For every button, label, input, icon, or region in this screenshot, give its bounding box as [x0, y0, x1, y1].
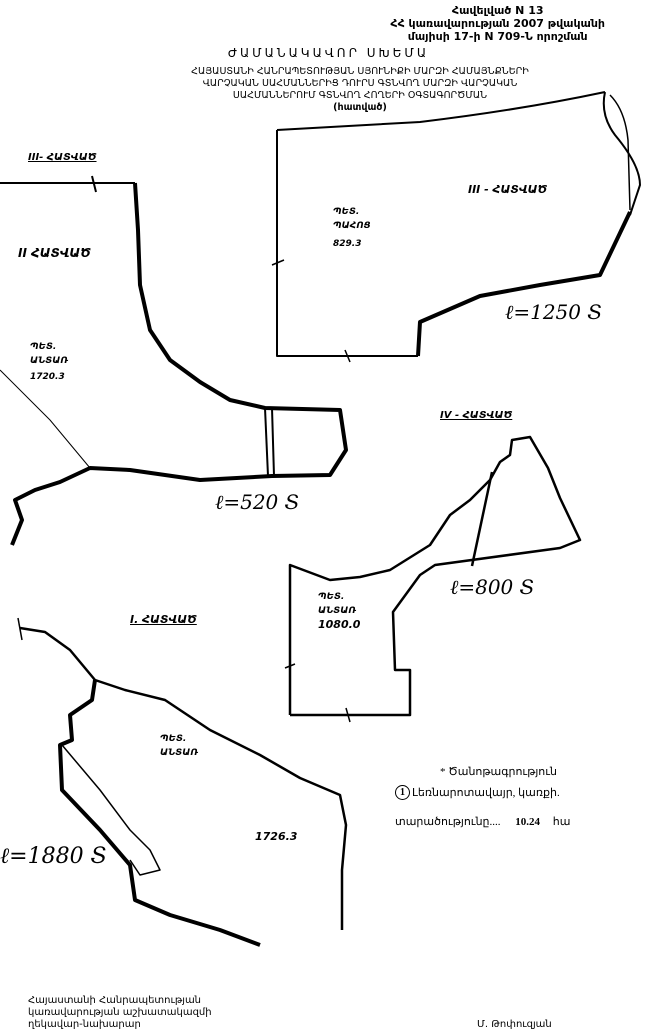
section-1-area-value: 1726.3: [255, 830, 298, 843]
legend-area-value: 10.24: [515, 816, 541, 828]
appendix-date: մայիսի 17-ի N 709-Ն որոշման: [407, 30, 588, 43]
area-type: ՊԵՏ.: [30, 342, 57, 352]
area-value: 1720.3: [30, 372, 65, 382]
section-4-area: ՊԵՏ. ԱՆՏԱՌ 1080.0: [318, 590, 360, 632]
legend-area-unit: հա: [552, 816, 571, 828]
subtitle-line: ՎԱՐՉԱԿԱՆ ՍԱՀՄԱՆՆԵՐԻՑ ԴՈՒՐՍ ԳՏՆՎՈՂ ՄԱՐԶԻ …: [202, 78, 518, 89]
section-1-outer-edge: [19, 626, 348, 930]
section-3-boundary: [271, 91, 641, 363]
footer-signatory: Մ. Թոփուզյան: [477, 1019, 552, 1030]
legend-item: 1 Լեռնարոտավայր, կառքի.: [395, 785, 560, 800]
section-4-boundary: [284, 435, 582, 723]
legend-area-label: տարածությունը....: [395, 816, 501, 828]
tick-mark: [284, 663, 351, 723]
tick-mark: [17, 617, 23, 641]
area-type: ԱՆՏԱՌ: [160, 748, 199, 758]
subtitle-line: ՀԱՅԱՍՏԱՆԻ ՀԱՆՐԱՊԵՏՈՒԹՅԱՆ ՍՅՈՒՆԻՔԻ ՄԱՐԶԻ …: [191, 66, 529, 77]
section-3-length: ℓ=1250 Տ: [505, 300, 602, 324]
section-2-gate: [264, 407, 275, 477]
section-1-length: ℓ=1880 Տ: [0, 844, 107, 869]
area-type: ԱՆՏԱՌ: [318, 606, 357, 616]
footer-line: կառավարության աշխատակազմի: [28, 1007, 212, 1018]
section-3-thick-edge: [416, 211, 632, 357]
section-2-top-edge: [0, 175, 135, 193]
area-type: ՊԵՏ.: [333, 207, 360, 217]
section-2-length: ℓ=520 Տ: [215, 490, 300, 514]
section-label: III- ՀԱՏՎԱԾ: [28, 152, 97, 163]
section-2-label: II ՀԱՏՎԱԾ: [18, 246, 91, 260]
section-1-label: I. ՀԱՏՎԱԾ: [130, 613, 197, 626]
footer-position: Հայաստանի Հանրապետության կառավարության ա…: [28, 995, 212, 1031]
section-1-thick-inner: [58, 679, 261, 947]
section-3-inner-line: [609, 94, 631, 211]
area-type: ՊԵՏ.: [318, 592, 345, 602]
document-title: ԺԱՄԱՆԱԿԱՎՈՐ ՍԽԵՄԱ: [227, 46, 430, 60]
tick-mark: [271, 259, 351, 363]
section-1-boundary: [17, 617, 348, 947]
section-2-area: ՊԵՏ. ԱՆՏԱՌ 1720.3: [30, 340, 68, 384]
section-3-thin-edge: [276, 91, 641, 357]
appendix-decree: ՀՀ կառավարության 2007 թվականի: [390, 17, 605, 30]
area-value: 829.3: [333, 239, 362, 249]
appendix-header: Հավելված N 13 ՀՀ կառավարության 2007 թվակ…: [390, 4, 605, 43]
section-2-thin-line: [0, 369, 91, 469]
section-4-length: ℓ=800 Տ: [450, 575, 535, 599]
section-2-thick-edge: [10, 182, 348, 546]
legend-item-label: Լեռնարոտավայր, կառքի.: [412, 787, 560, 799]
area-type: ՊԵՏ.: [160, 734, 187, 744]
section-1-thin-inner: [61, 744, 161, 876]
legend-area: տարածությունը.... 10.24 հա: [395, 815, 570, 828]
section-3-label: III - ՀԱՏՎԱԾ: [468, 183, 548, 196]
section-4-edge: [288, 435, 582, 717]
section-4-label: IV - ՀԱՏՎԱԾ: [440, 410, 513, 421]
section-4-inner-line: [470, 471, 494, 567]
area-type: ՊԱՀՈՑ: [333, 221, 371, 231]
footer-line: ղեկավար-նախարար: [28, 1019, 141, 1030]
section-3-area: ՊԵՏ. ՊԱՀՈՑ 829.3: [333, 205, 371, 251]
appendix-number: Հավելված N 13: [451, 4, 544, 17]
document-subtitle: ՀԱՅԱՍՏԱՆԻ ՀԱՆՐԱՊԵՏՈՒԹՅԱՆ ՍՅՈՒՆԻՔԻ ՄԱՐԶԻ …: [150, 66, 570, 114]
area-type: ԱՆՏԱՌ: [30, 356, 69, 366]
legend-title: * Ծանոթագրություն: [440, 766, 558, 778]
subtitle-line: (հատված): [333, 102, 387, 113]
legend-marker: 1: [395, 785, 410, 800]
section-2-boundary: [0, 175, 348, 546]
section-3-left-label: III- ՀԱՏՎԱԾ: [28, 152, 97, 163]
subtitle-line: ՍԱՀՄԱՆՆԵՐՈՒՄ ԳՏՆՎՈՂ ՀՈՂԵՐԻ ՕԳՏԱԳՈՐԾՄԱՆ: [232, 90, 488, 101]
footer-line: Հայաստանի Հանրապետության: [28, 995, 202, 1006]
section-1-area: ՊԵՏ. ԱՆՏԱՌ: [160, 732, 198, 760]
area-value: 1080.0: [318, 618, 361, 631]
